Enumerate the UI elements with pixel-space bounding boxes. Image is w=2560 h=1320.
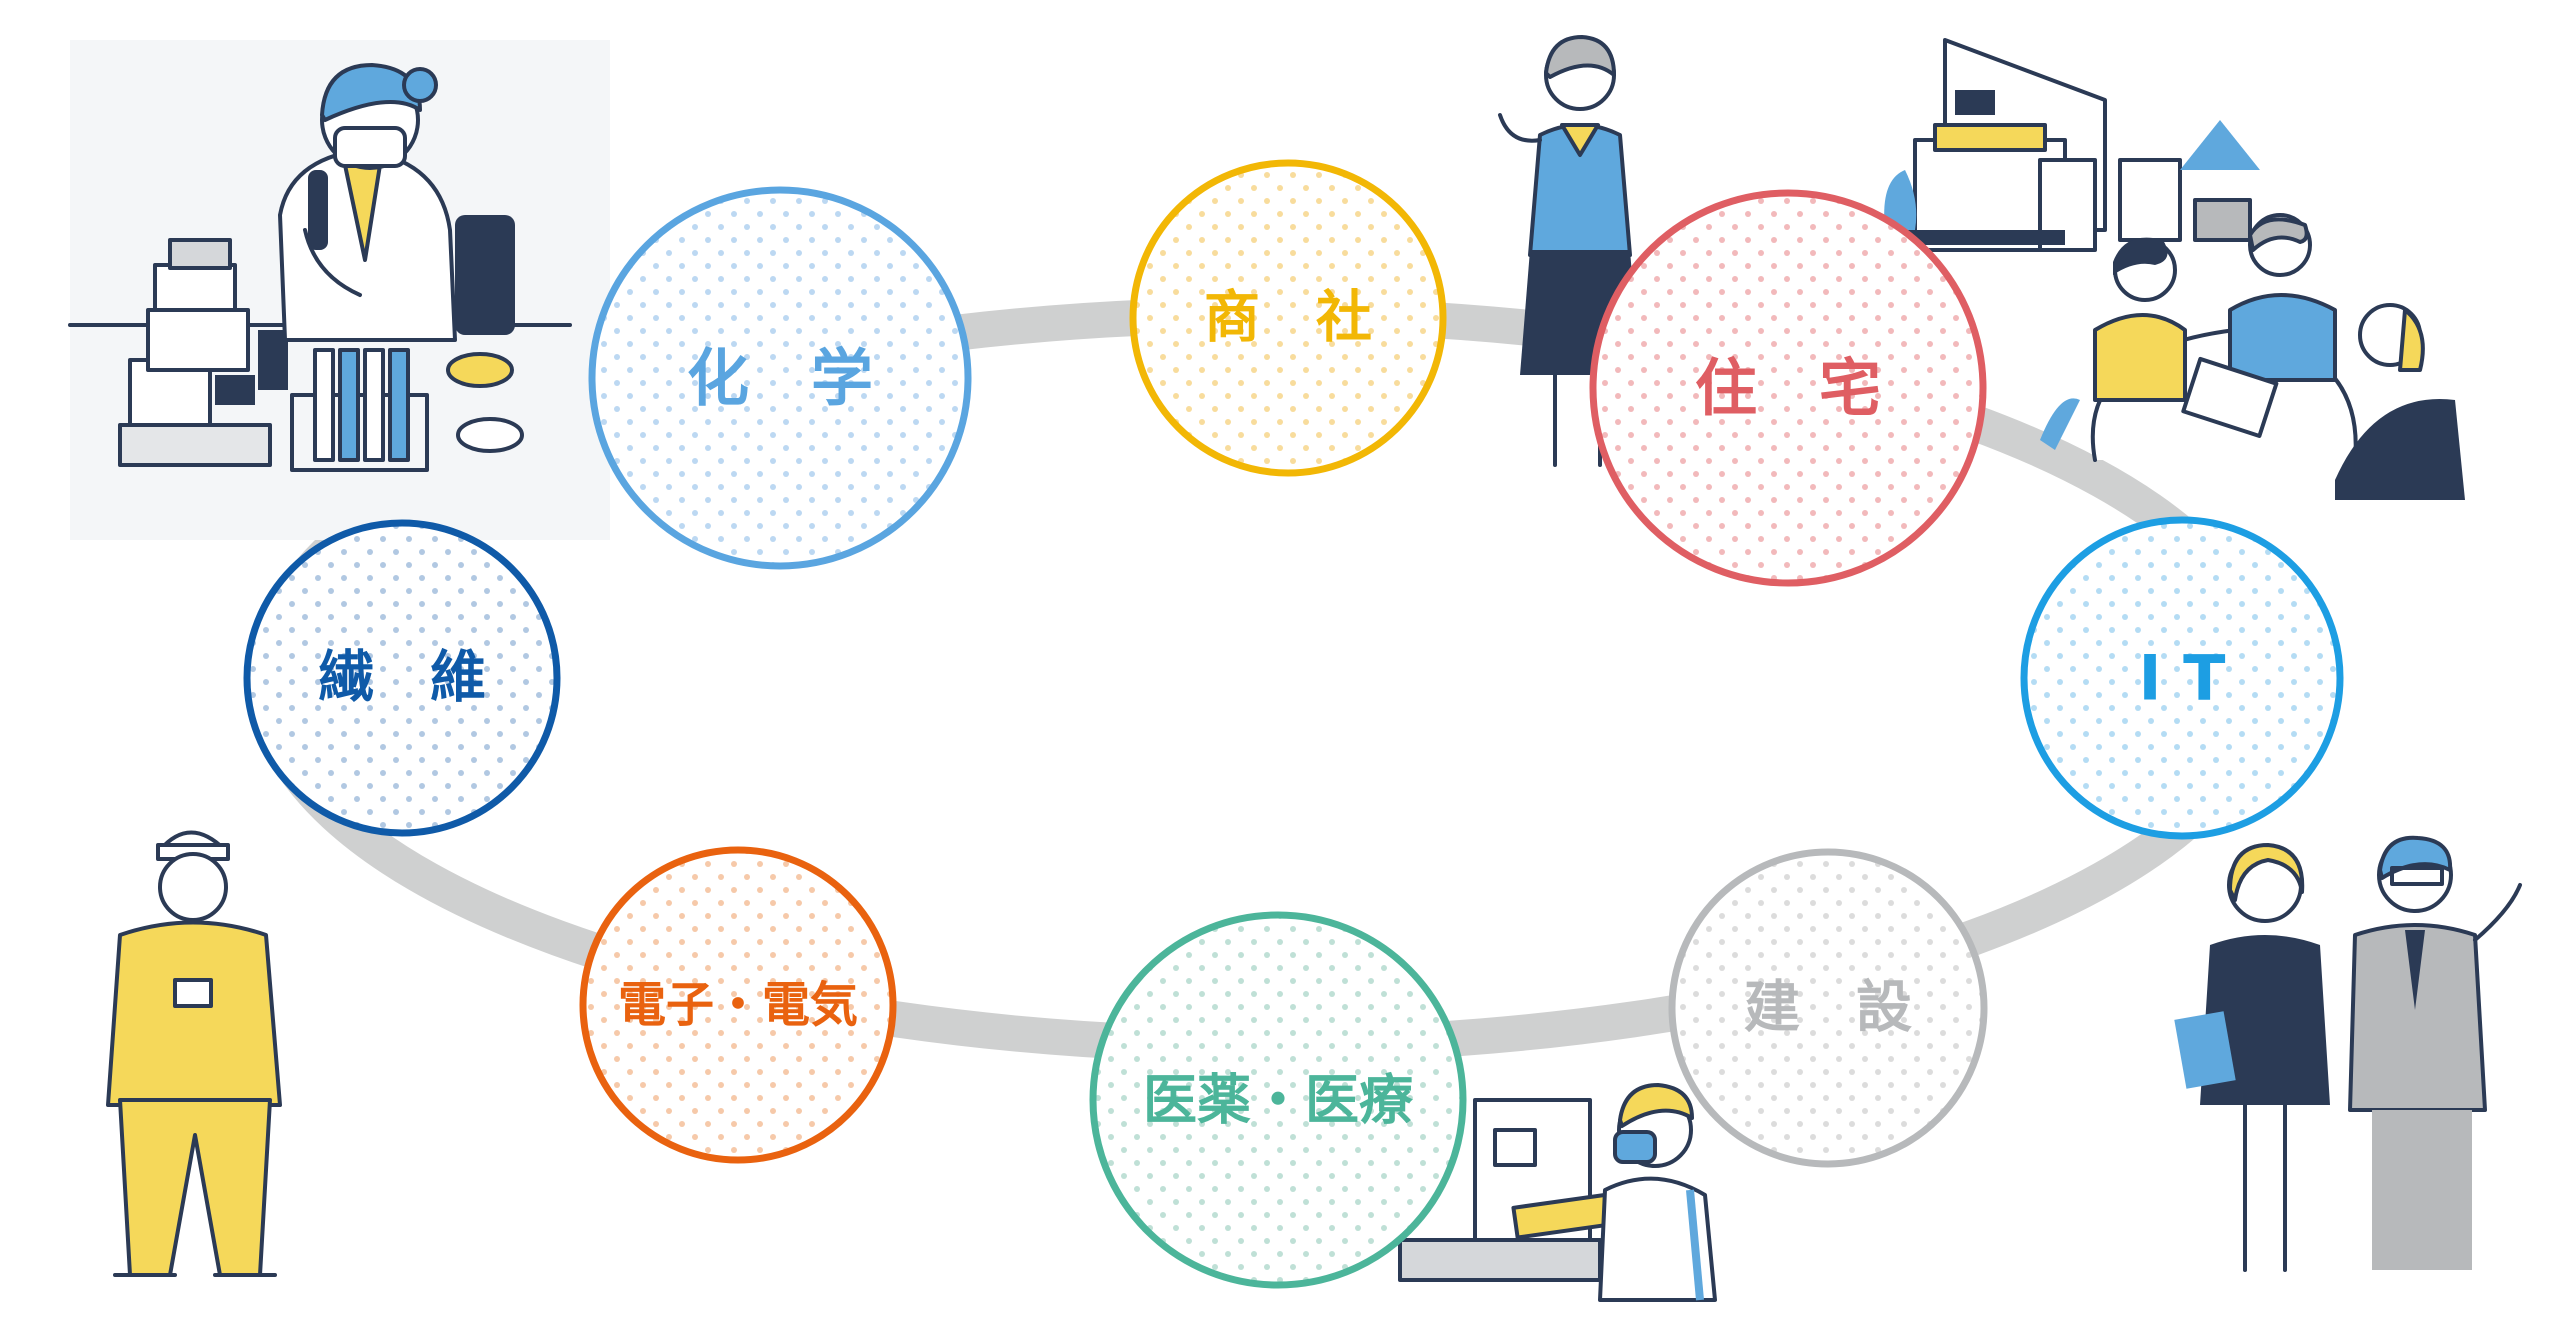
node-label-textile: 繊 維 (318, 646, 486, 711)
office-workers-icon (2174, 835, 2522, 1272)
node-label-trading: 商 社 (1204, 286, 1372, 351)
meeting-icon (2040, 213, 2465, 500)
node-medical: 医薬・医療 (1089, 911, 1467, 1289)
node-label-housing: 住 宅 (1695, 352, 1881, 425)
node-circle-construction (1668, 848, 1988, 1168)
lab-technician-icon (1398, 1083, 1717, 1302)
node-label-construction: 建 設 (1744, 976, 1912, 1041)
node-circle-textile (243, 519, 561, 837)
node-chemistry: 化 学 (588, 186, 972, 570)
node-trading: 商 社 (1129, 159, 1447, 477)
factory-worker-icon (106, 830, 282, 1277)
node-circle-medical (1089, 911, 1467, 1289)
industry-nodes: 化 学 商 社住 宅 I T 建 設医薬・医療 電子・電気 繊 維 (243, 159, 2344, 1289)
node-circle-trading (1129, 159, 1447, 477)
node-label-it: I T (2139, 642, 2226, 715)
node-circle-chemistry (588, 186, 972, 570)
node-electronics: 電子・電気 (579, 846, 897, 1164)
node-circle-electronics (579, 846, 897, 1164)
node-label-chemistry: 化 学 (687, 342, 873, 415)
node-label-electronics: 電子・電気 (618, 977, 858, 1033)
scientist-icon (68, 40, 610, 540)
node-it: I T (2020, 516, 2344, 840)
node-housing: 住 宅 (1589, 189, 1987, 587)
node-construction: 建 設 (1668, 848, 1988, 1168)
node-circle-housing (1589, 189, 1987, 587)
node-circle-it (2020, 516, 2344, 840)
node-textile: 繊 維 (243, 519, 561, 837)
houses-icon (1875, 38, 2260, 252)
node-label-medical: 医薬・医療 (1143, 1069, 1413, 1132)
